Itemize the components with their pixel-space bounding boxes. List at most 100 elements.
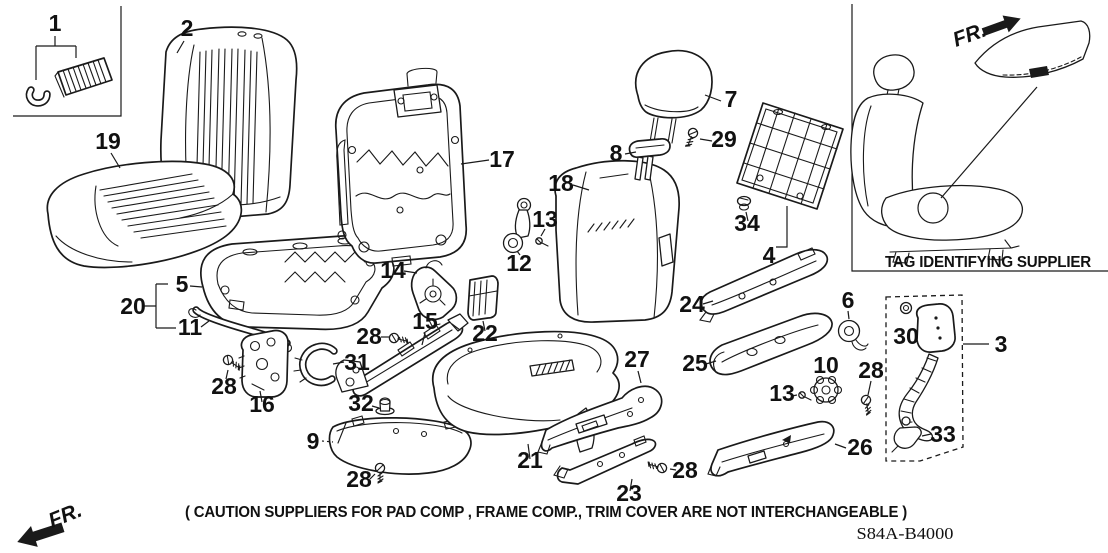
leader-1 <box>35 36 77 80</box>
part-18-back-trim-cover <box>554 159 680 323</box>
inset-seat-illustration <box>850 15 1091 264</box>
leader-18 <box>572 184 590 191</box>
part-5-cushion-frame <box>199 234 395 331</box>
leader-21 <box>527 443 531 460</box>
part-3-group-box <box>885 294 964 462</box>
part-7-headrest <box>634 49 713 144</box>
callout-3: 3 <box>995 331 1008 357</box>
part-28-screw <box>645 458 669 475</box>
leader-16 <box>259 390 263 403</box>
leader-34 <box>745 211 749 222</box>
callout-18: 18 <box>548 170 574 196</box>
leader-6 <box>847 310 850 320</box>
callout-10: 10 <box>813 352 839 378</box>
callout-14: 14 <box>380 257 406 283</box>
callout-26: 26 <box>847 434 873 460</box>
callout-15: 15 <box>412 308 438 334</box>
callout-2: 2 <box>181 15 194 41</box>
part-13-screw <box>535 237 549 247</box>
part-28-screw <box>374 462 386 484</box>
callout-34: 34 <box>734 210 760 236</box>
callout-16: 16 <box>249 391 275 417</box>
leader-28e <box>369 473 376 480</box>
callout-31: 31 <box>344 349 370 375</box>
part1-bracket-box <box>13 6 122 117</box>
callout-27: 27 <box>624 346 650 372</box>
part-10-adjuster-knob <box>809 375 843 405</box>
part-34-push-nut <box>736 195 752 211</box>
leader-22 <box>482 320 486 332</box>
leader-14 <box>403 270 418 274</box>
leader-32 <box>371 405 380 409</box>
callout-12: 12 <box>506 250 532 276</box>
callout-1: 1 <box>49 10 62 36</box>
part-24-side-garnish-inner <box>699 247 829 323</box>
callout-28a: 28 <box>858 357 884 383</box>
callout-7: 7 <box>725 86 738 112</box>
leader-13b <box>791 394 798 397</box>
callout-22: 22 <box>472 320 498 346</box>
leader-26 <box>834 443 847 449</box>
caution-note: ( CAUTION SUPPLIERS FOR PAD COMP , FRAME… <box>185 504 907 521</box>
part-33-anchor-clip <box>891 416 922 453</box>
part-15-slide-adjuster <box>335 313 469 397</box>
leader-19 <box>110 152 121 169</box>
leader-4 <box>776 206 788 248</box>
callout-9: 9 <box>307 428 320 454</box>
part-32-clip <box>375 397 395 416</box>
leader-23 <box>629 478 633 492</box>
leader-13a <box>540 228 546 237</box>
callout-28c: 28 <box>356 323 382 349</box>
leader-28a <box>867 380 872 396</box>
leader-15 <box>421 332 426 346</box>
fr-arrow-inset <box>981 15 1021 36</box>
part-22-bracket <box>467 275 499 321</box>
part-13-screw <box>798 391 812 401</box>
callout-6: 6 <box>842 287 855 313</box>
part-31-hook <box>293 342 338 387</box>
part-28-screw <box>860 394 874 417</box>
callout-11: 11 <box>178 314 203 340</box>
part-16-recliner-plate <box>238 329 289 398</box>
leader-27 <box>637 370 642 384</box>
callout-33: 33 <box>930 421 956 447</box>
part-28-screw <box>220 352 244 374</box>
leader-25 <box>705 360 717 365</box>
part-27-rail-cover <box>537 385 663 455</box>
leader-9 <box>321 440 334 443</box>
part-12-recliner-lever <box>502 197 532 254</box>
part-8-headrest-guide <box>628 137 671 181</box>
inset-box-border <box>851 4 1108 272</box>
callout-28b: 28 <box>672 457 698 483</box>
callout-19: 19 <box>95 128 121 154</box>
leader-17 <box>460 159 490 165</box>
callout-8: 8 <box>610 140 623 166</box>
callout-29: 29 <box>711 126 737 152</box>
inset-caption: TAG IDENTIFYING SUPPLIER <box>885 254 1091 271</box>
fr-label-inset: FR. <box>950 19 990 52</box>
callout-4: 4 <box>763 242 776 268</box>
callout-13b: 13 <box>769 380 795 406</box>
leader-31 <box>332 361 345 365</box>
part-9-front-valance <box>328 415 472 475</box>
callout-30: 30 <box>893 323 919 349</box>
callout-28e: 28 <box>346 466 372 492</box>
callout-32: 32 <box>348 390 374 416</box>
part-23-rail-cover-lower <box>553 435 657 485</box>
leader-28d <box>225 369 229 380</box>
callout-24: 24 <box>679 291 705 317</box>
supplier-tag <box>1029 66 1049 78</box>
leader-12 <box>516 250 521 256</box>
callout-20: 20 <box>120 293 146 319</box>
callout-28d: 28 <box>211 373 237 399</box>
callout-21: 21 <box>517 447 543 473</box>
callout-17: 17 <box>489 146 515 172</box>
part-19-cushion-pad <box>46 160 243 269</box>
callout-13a: 13 <box>532 206 558 232</box>
part-26-rail-cover-outer <box>707 420 835 477</box>
leader-7 <box>704 94 722 102</box>
leader-8 <box>624 151 637 155</box>
callout-25: 25 <box>682 350 708 376</box>
